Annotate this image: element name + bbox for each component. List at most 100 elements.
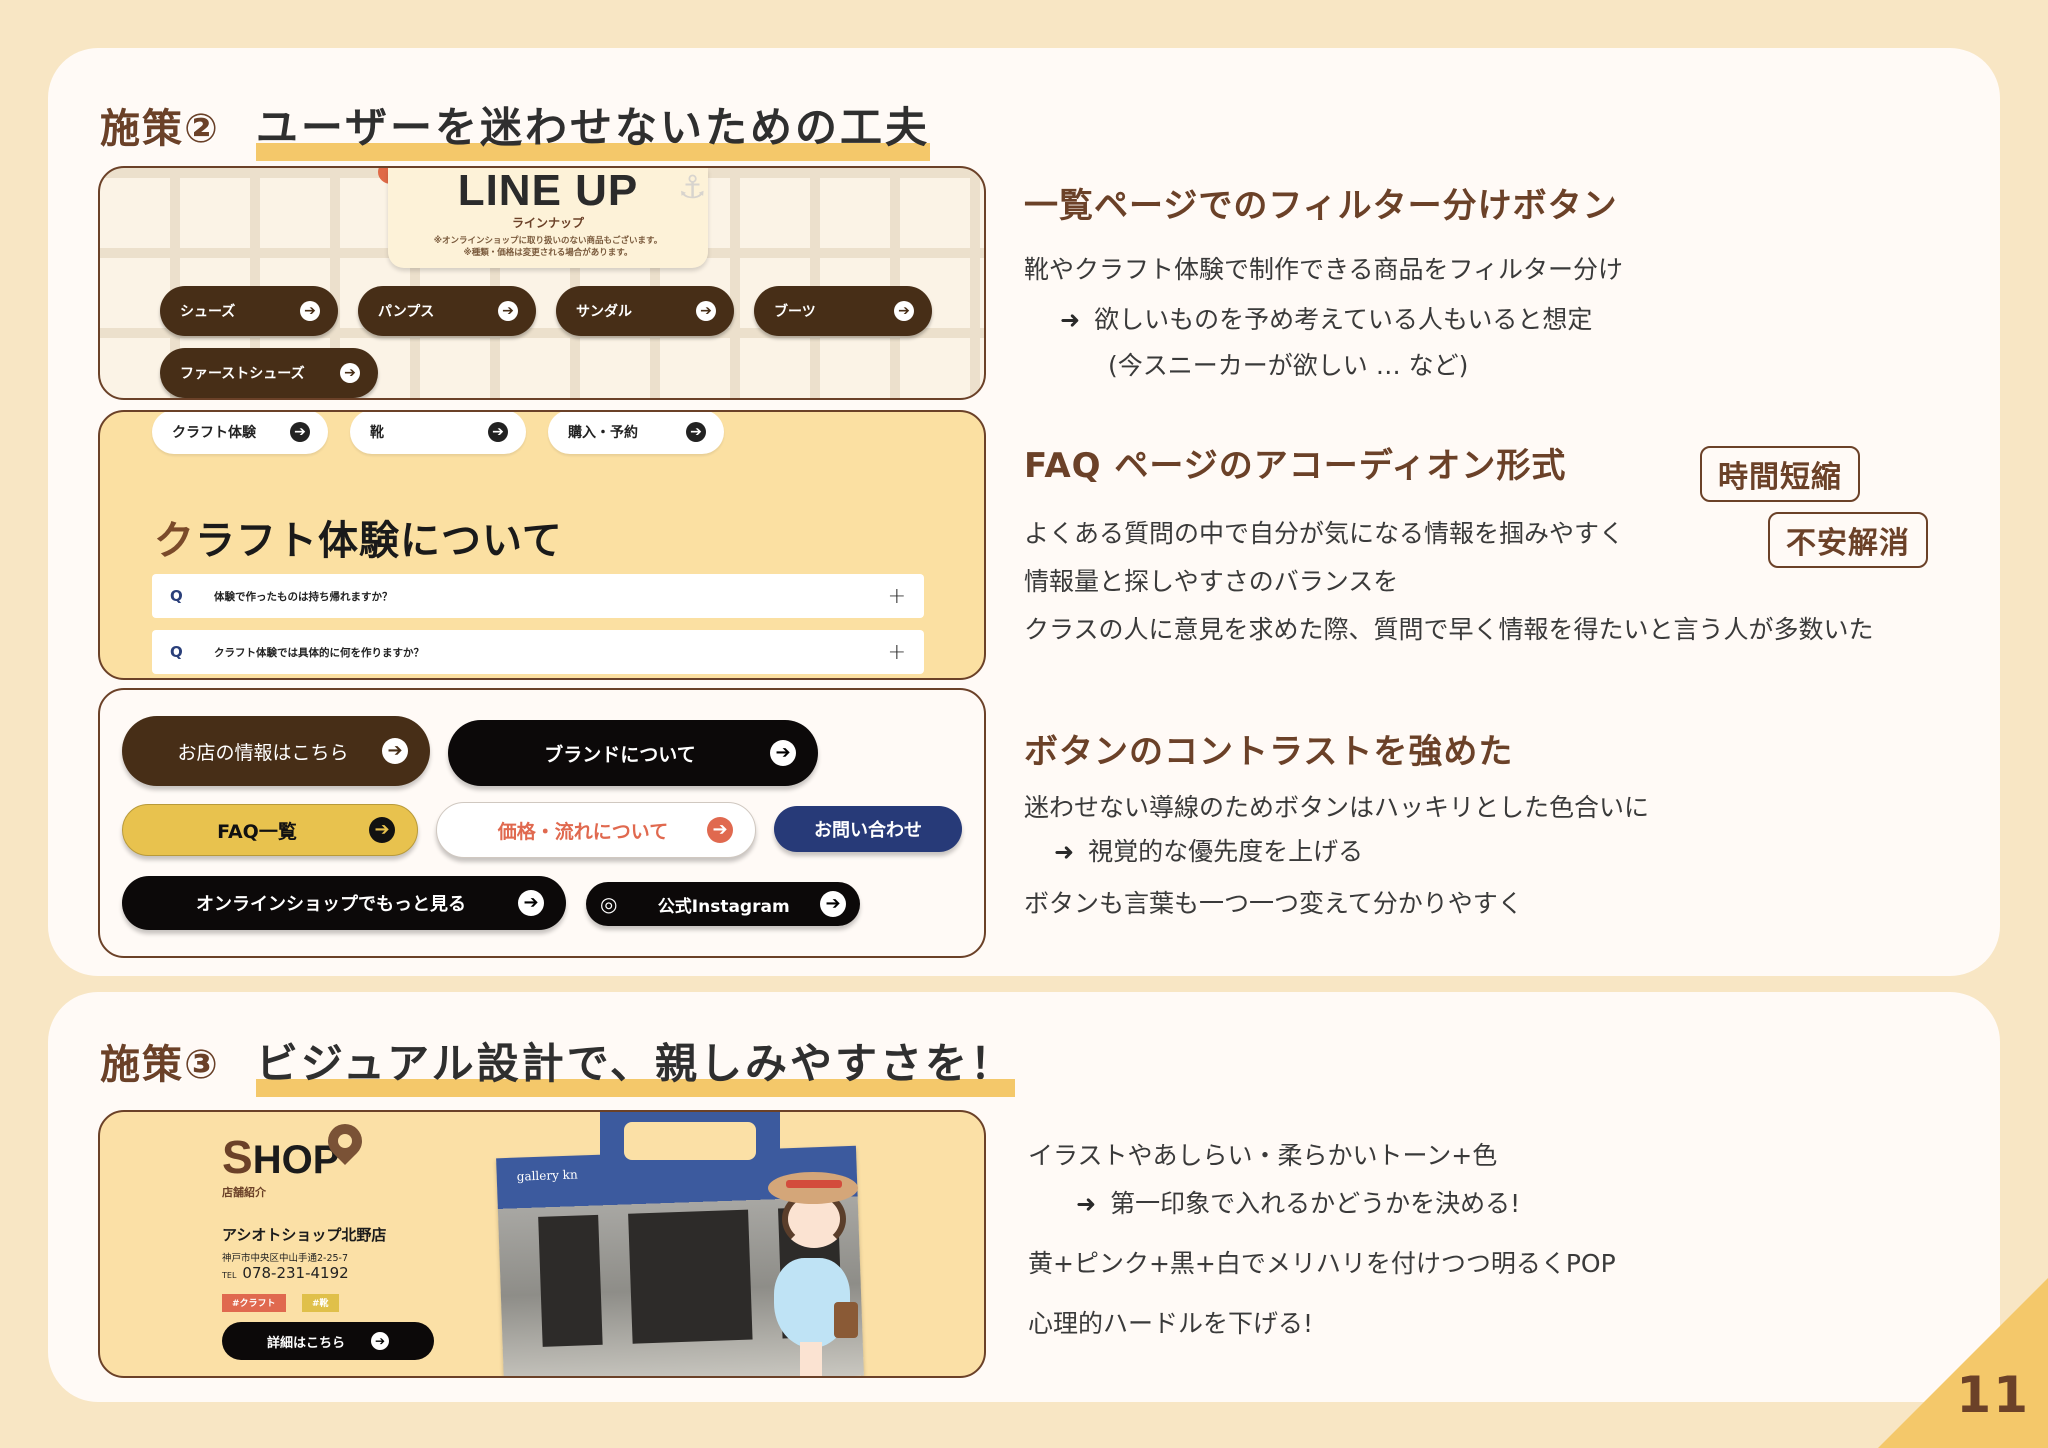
arrow-right-circle-icon: ➔	[894, 301, 914, 321]
filter-button-boots[interactable]: ブーツ ➔	[754, 286, 932, 336]
price-flow-button[interactable]: 価格・流れについて ➔	[436, 802, 756, 858]
arrow-right-circle-icon: ➔	[371, 1332, 389, 1350]
title-highlight	[255, 1079, 1015, 1097]
point-text: 黄+ピンク+黒+白でメリハリを付けつつ明るくPOP	[1028, 1249, 1616, 1278]
badge-time-saving: 時間短縮	[1700, 446, 1860, 502]
section3-heading: 施策③ ビジュアル設計で、親しみやすさを！	[100, 1030, 1015, 1097]
section2-heading: 施策② ユーザーを迷わせないための工夫	[100, 94, 931, 161]
arrow-right-icon: ➜	[1076, 1190, 1097, 1218]
tag-shoes[interactable]: #靴	[302, 1294, 339, 1312]
arrow-right-circle-icon: ➔	[382, 738, 408, 764]
shop-address: 神戸市中央区中山手通2-25-7	[222, 1253, 349, 1264]
faq-accordion-item[interactable]: Q クラフト体験では具体的に何を作りますか？ +	[152, 630, 924, 674]
arrow-right-circle-icon: ➔	[488, 422, 508, 442]
arrow-right-circle-icon: ➔	[707, 817, 733, 843]
shop-subtitle: 店舗紹介	[222, 1186, 266, 1199]
badge-anxiety-relief: 不安解消	[1768, 512, 1928, 568]
faq-question: クラフト体験では具体的に何を作りますか？	[214, 646, 424, 659]
q-icon: Q	[170, 643, 183, 661]
filter-button-label: ファーストシューズ	[180, 366, 305, 382]
shop-info-button[interactable]: お店の情報はこちら ➔	[122, 716, 430, 786]
lineup-note: ※種類・価格は変更される場合があります。	[463, 248, 633, 258]
shop-screenshot: SHOP 店舗紹介 アシオトショップ北野店 神戸市中央区中山手通2-25-7 T…	[98, 1110, 986, 1378]
faq-category-craft[interactable]: クラフト体験 ➔	[152, 412, 328, 454]
shop-name: アシオトショップ北野店	[222, 1226, 387, 1244]
contact-button[interactable]: お問い合わせ	[774, 806, 962, 852]
lineup-note: ※オンラインショップに取り扱いのない商品もございます。	[433, 236, 663, 246]
plus-icon[interactable]: +	[887, 639, 906, 665]
instagram-icon: ◎	[600, 892, 618, 916]
faq-accordion-item[interactable]: Q 体験で作ったものは持ち帰れますか？ +	[152, 574, 924, 618]
point-text: 情報量と探しやすさのバランスを	[1024, 567, 1399, 596]
point-heading: 一覧ページでのフィルター分けボタン	[1024, 186, 1618, 226]
lineup-subtitle: ラインナップ	[511, 216, 584, 230]
faq-screenshot: クラフト体験 ➔ 靴 ➔ 購入・予約 ➔ クラフト体験について Q 体験で作った…	[98, 410, 986, 680]
point-text: 靴やクラフト体験で制作できる商品をフィルター分け	[1024, 255, 1624, 284]
shop-sign: gallery kn	[516, 1167, 578, 1184]
character-illustration	[764, 1172, 864, 1376]
arrow-right-circle-icon: ➔	[300, 301, 320, 321]
online-shop-button[interactable]: オンラインショップでもっと見る ➔	[122, 876, 566, 930]
arrow-right-circle-icon: ➔	[498, 301, 518, 321]
shop-logo: SHOP	[222, 1131, 340, 1183]
point-text: よくある質問の中で自分が気になる情報を掴みやすく	[1024, 519, 1625, 548]
lineup-title: LINE UP	[457, 166, 639, 215]
filter-button-label: サンダル	[576, 304, 632, 320]
point-text: (今スニーカーが欲しい … など)	[1108, 351, 1469, 380]
point-text: ➜視覚的な優先度を上げる	[1054, 837, 1364, 866]
filter-button-first-shoes[interactable]: ファーストシューズ ➔	[160, 348, 378, 398]
lineup-screenshot: LINE UP ラインナップ ※オンラインショップに取り扱いのない商品もございま…	[98, 166, 986, 400]
point-text: クラスの人に意見を求めた際、質問で早く情報を得たいと言う人が多数いた	[1024, 615, 1874, 644]
faq-list-button[interactable]: FAQ一覧 ➔	[122, 804, 418, 856]
faq-category-purchase[interactable]: 購入・予約 ➔	[548, 412, 724, 454]
point-heading: FAQ ページのアコーディオン形式	[1024, 446, 1567, 486]
arrow-right-circle-icon: ➔	[369, 817, 395, 843]
lineup-header-card: LINE UP ラインナップ ※オンラインショップに取り扱いのない商品もございま…	[388, 168, 708, 268]
faq-category-shoes[interactable]: 靴 ➔	[350, 412, 526, 454]
q-icon: Q	[170, 587, 183, 605]
tag-craft[interactable]: #クラフト	[222, 1294, 286, 1312]
arrow-right-circle-icon: ➔	[340, 363, 360, 383]
point-text: 心理的ハードルを下げる!	[1028, 1309, 1314, 1338]
filter-button-sandals[interactable]: サンダル ➔	[556, 286, 734, 336]
arrow-right-circle-icon: ➔	[290, 422, 310, 442]
section2-number: 施策②	[100, 105, 220, 152]
arrow-right-icon: ➜	[1054, 838, 1075, 866]
anchor-icon: ⚓	[678, 168, 707, 206]
category-label: 靴	[370, 425, 384, 441]
faq-heading: クラフト体験について	[154, 518, 563, 564]
filter-button-shoes[interactable]: シューズ ➔	[160, 286, 338, 336]
point-text: ➜欲しいものを予め考えている人もいると想定	[1060, 305, 1593, 334]
section3-number: 施策③	[100, 1041, 220, 1088]
shop-detail-button[interactable]: 詳細はこちら ➔	[222, 1322, 434, 1360]
arrow-right-circle-icon: ➔	[770, 740, 796, 766]
plus-icon[interactable]: +	[887, 583, 906, 609]
filter-button-label: ブーツ	[774, 304, 816, 320]
point-text: ボタンも言葉も一つ一つ変えて分かりやすく	[1024, 889, 1523, 918]
instagram-button[interactable]: ◎ 公式Instagram ➔	[586, 882, 860, 926]
arrow-right-circle-icon: ➔	[696, 301, 716, 321]
faq-question: 体験で作ったものは持ち帰れますか？	[214, 590, 393, 603]
section3-title: ビジュアル設計で、親しみやすさを！	[255, 1039, 1015, 1088]
title-highlight	[255, 143, 931, 161]
section2-title: ユーザーを迷わせないための工夫	[255, 103, 931, 152]
arrow-right-circle-icon: ➔	[820, 891, 846, 917]
page-corner-decoration	[1878, 1278, 2048, 1448]
awning-decoration	[600, 1112, 780, 1172]
category-label: 購入・予約	[568, 425, 638, 441]
point-text: ➜第一印象で入れるかどうかを決める!	[1076, 1189, 1521, 1218]
page-number: 11	[1956, 1366, 2030, 1424]
arrow-right-circle-icon: ➔	[518, 890, 544, 916]
point-text: イラストやあしらい・柔らかいトーン+色	[1028, 1141, 1498, 1170]
brand-button[interactable]: ブランドについて ➔	[448, 720, 818, 786]
arrow-right-icon: ➜	[1060, 306, 1081, 334]
category-label: クラフト体験	[172, 425, 256, 441]
arrow-right-circle-icon: ➔	[686, 422, 706, 442]
buttons-screenshot: お店の情報はこちら ➔ ブランドについて ➔ FAQ一覧 ➔ 価格・流れについて…	[98, 688, 986, 958]
filter-button-label: シューズ	[180, 304, 236, 320]
point-text: 迷わせない導線のためボタンはハッキリとした色合いに	[1024, 793, 1650, 822]
filter-button-label: パンプス	[378, 304, 435, 320]
point-heading: ボタンのコントラストを強めた	[1024, 732, 1514, 772]
filter-button-pumps[interactable]: パンプス ➔	[358, 286, 536, 336]
